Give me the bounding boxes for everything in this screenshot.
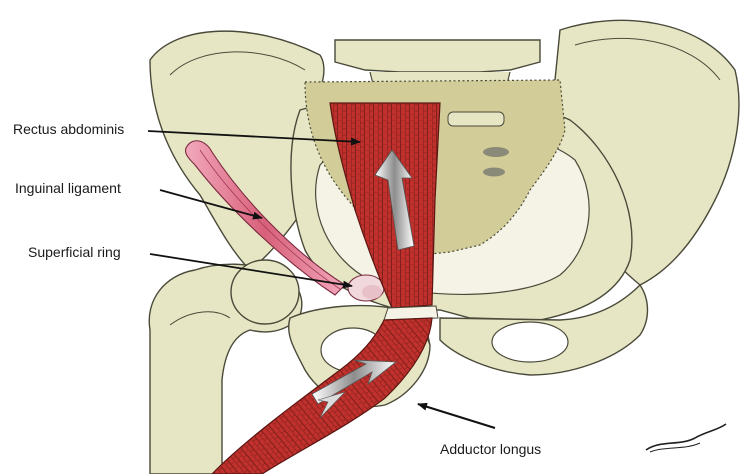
adductor-leader-arrow	[418, 404, 495, 428]
lumbar-vertebra	[335, 40, 540, 72]
label-adductor-longus: Adductor longus	[440, 441, 541, 457]
right-obturator-foramen	[492, 322, 568, 362]
sacral-foramen-lower	[483, 168, 505, 177]
label-superficial-ring: Superficial ring	[28, 244, 121, 260]
sacral-promontory	[448, 112, 504, 126]
label-rectus-abdominis: Rectus abdominis	[13, 121, 124, 137]
sacral-foramen-upper	[483, 147, 509, 157]
artist-signature	[640, 416, 730, 456]
label-inguinal-ligament: Inguinal ligament	[15, 180, 121, 196]
femoral-head	[231, 260, 299, 324]
